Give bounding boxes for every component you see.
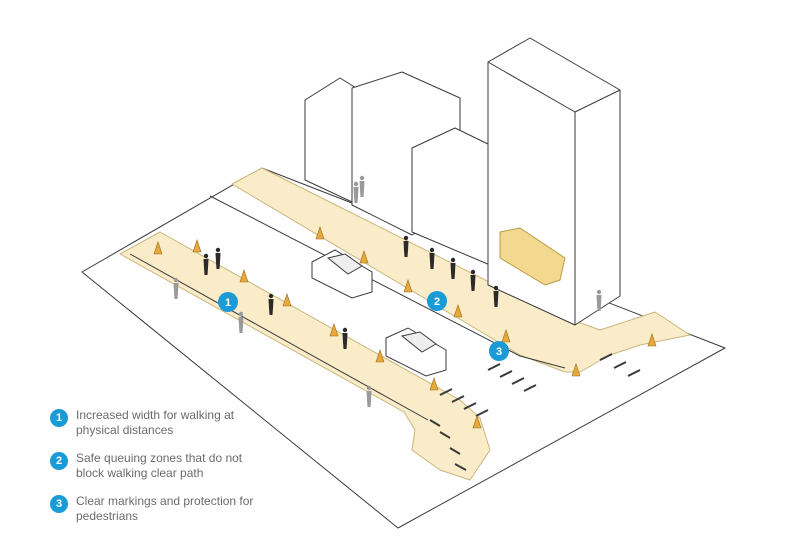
legend-badge-1: 1 (50, 409, 68, 427)
marker-1-label: 1 (225, 297, 231, 309)
legend-text-2: Safe queuing zones that do not block wal… (76, 451, 243, 480)
pedestrian-icon (353, 181, 359, 203)
legend-item-3: 3 Clear markings and protection for pede… (50, 494, 310, 524)
traffic-cone-icon (153, 241, 163, 255)
legend-item-1: 1 Increased width for walking at physica… (50, 408, 310, 438)
pedestrian-icon (203, 253, 209, 275)
legend-item-2: 2 Safe queuing zones that do not block w… (50, 451, 310, 481)
tower-edge (574, 89, 621, 113)
marker-2: 2 (427, 291, 447, 311)
walkway-zone-1 (119, 231, 491, 481)
pedestrian-icon (366, 385, 372, 407)
traffic-cone-icon (571, 363, 581, 377)
pedestrian-icon (359, 175, 365, 197)
pedestrian-icon (596, 289, 602, 311)
traffic-cone-icon (315, 226, 325, 240)
traffic-cone-icon (239, 269, 249, 283)
awning (499, 227, 566, 286)
marker-3: 3 (489, 341, 509, 361)
pedestrian-icon (450, 257, 456, 279)
traffic-cone-icon (429, 377, 439, 391)
traffic-cone-icon (329, 323, 339, 337)
traffic-cone-icon (375, 349, 385, 363)
curb-line (129, 253, 429, 421)
car-upper (311, 249, 373, 299)
pedestrian-icon (429, 247, 435, 269)
pedestrian-icon (403, 235, 409, 257)
traffic-cone-icon (453, 304, 463, 318)
pedestrian-icon (470, 269, 476, 291)
traffic-cone-icon (359, 250, 369, 264)
marker-2-label: 2 (434, 296, 440, 308)
tower-edge (487, 61, 576, 113)
pedestrians (173, 175, 602, 407)
legend-badge-2: 2 (50, 452, 68, 470)
pedestrian-icon (173, 277, 179, 299)
legend: 1 Increased width for walking at physica… (50, 408, 310, 537)
traffic-cone-icon (647, 333, 657, 347)
traffic-cone-icon (501, 329, 511, 343)
pedestrian-icon (268, 293, 274, 315)
pedestrian-icon (493, 285, 499, 307)
legend-text-3: Clear markings and protection for pedest… (76, 494, 254, 523)
traffic-cones (153, 226, 657, 429)
crosswalk-stripes (429, 353, 641, 471)
traffic-cone-icon (403, 279, 413, 293)
traffic-cone-icon (192, 239, 202, 253)
pedestrian-icon (215, 247, 221, 269)
legend-text-1: Increased width for walking at physical … (76, 408, 235, 437)
traffic-cone-icon (282, 293, 292, 307)
marker-3-label: 3 (496, 346, 502, 358)
curb-line (209, 195, 566, 369)
traffic-cone-icon (472, 415, 482, 429)
pedestrian-icon (238, 311, 244, 333)
marker-1: 1 (218, 292, 238, 312)
legend-badge-3: 3 (50, 495, 68, 513)
pedestrian-icon (342, 327, 348, 349)
car-lower (385, 327, 447, 377)
